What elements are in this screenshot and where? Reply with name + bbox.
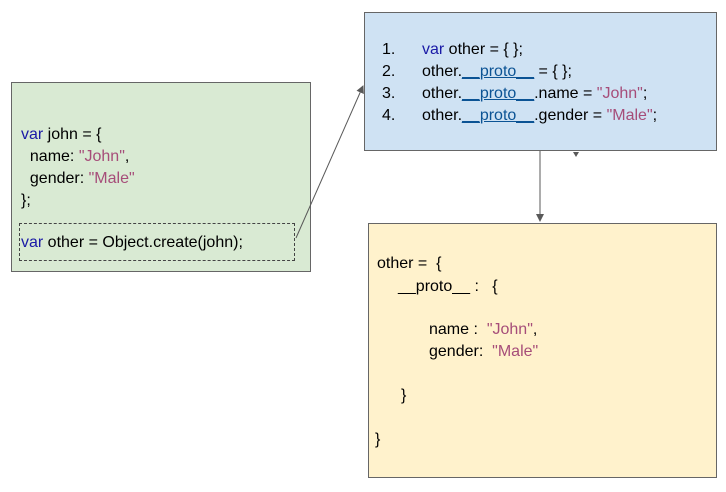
small-tick-mark (573, 152, 579, 157)
step-number: 3. (382, 85, 396, 102)
john-name-tail: , (124, 148, 130, 165)
object-create-highlight (19, 223, 295, 261)
step-3-value: "John" (596, 85, 643, 102)
result-proto-line: __proto__ : { (398, 276, 498, 298)
result-name-key: name : (429, 321, 487, 338)
step-3-post: .name = (534, 85, 597, 102)
step-1-text: other = { }; (444, 41, 523, 58)
step-4-tail: ; (652, 107, 658, 124)
john-line-4: }; (21, 190, 31, 212)
proto-property: __proto__ (462, 63, 535, 80)
john-line-2: name: "John", (21, 146, 129, 168)
result-name-line: name : "John", (429, 319, 537, 341)
step-3-pre: other. (422, 85, 463, 102)
result-object-box (368, 223, 717, 478)
step-4-value: "Male" (606, 107, 653, 124)
john-gender-value: "Male" (88, 170, 135, 187)
step-number: 4. (382, 107, 396, 124)
result-gender-key: gender: (429, 343, 493, 360)
result-gender-line: gender: "Male" (429, 341, 538, 363)
object-create-line: var other = Object.create(john); (21, 232, 243, 254)
step-4-pre: other. (422, 107, 463, 124)
proto-property: __proto__ (462, 85, 535, 102)
step-number: 1. (382, 41, 396, 58)
result-proto-key: __proto__ : { (398, 278, 498, 295)
equivalent-steps-box (364, 12, 717, 151)
result-name-value: "John" (486, 321, 533, 338)
step-4-post: .gender = (534, 107, 607, 124)
john-line-1: var john = { (21, 124, 102, 146)
john-name-value: "John" (78, 148, 125, 165)
result-outer-close: } (375, 431, 381, 448)
keyword-var: var (21, 234, 44, 251)
step-2-post: = { }; (534, 63, 572, 80)
result-gender-value: "Male" (492, 343, 539, 360)
john-name-key: name: (21, 148, 79, 165)
keyword-var: var (422, 41, 445, 58)
john-close-brace: }; (21, 192, 31, 209)
john-object-box (11, 82, 311, 272)
step-2-pre: other. (422, 63, 463, 80)
john-line-3: gender: "Male" (21, 168, 135, 190)
proto-property: __proto__ (462, 107, 535, 124)
step-number: 2. (382, 63, 396, 80)
result-name-tail: , (532, 321, 538, 338)
keyword-var: var (21, 126, 44, 143)
john-decl-text: john = { (43, 126, 102, 143)
step-3-tail: ; (642, 85, 648, 102)
result-line-1: other = { (377, 255, 442, 272)
object-create-text: other = Object.create(john); (43, 234, 243, 251)
result-inner-close: } (401, 387, 407, 404)
john-gender-key: gender: (21, 170, 89, 187)
